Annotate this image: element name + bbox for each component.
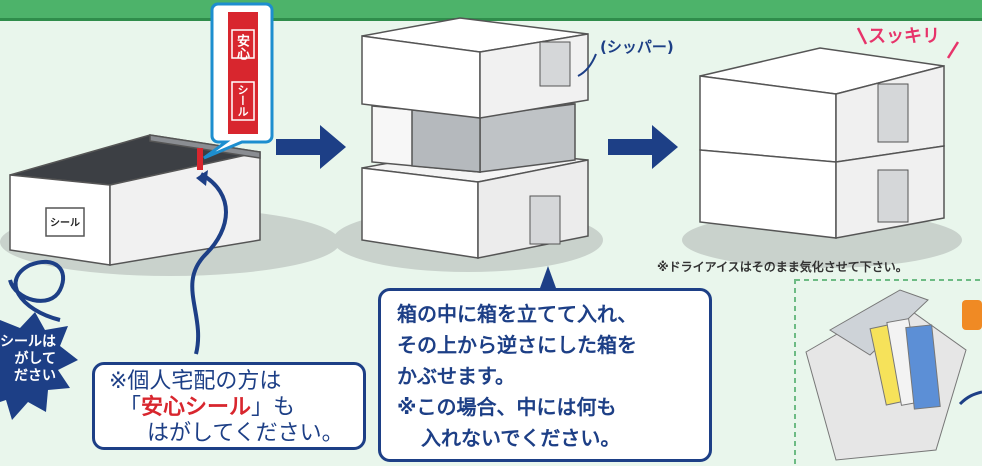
zipper-panel-top [539, 41, 571, 87]
curl-arrow-right [190, 172, 228, 355]
dry-ice-note: ※ドライアイスはそのまま気化させて下さい。 [657, 260, 908, 274]
arrow-right-2 [608, 125, 678, 169]
closed-box [699, 47, 945, 239]
instr-line-3: かぶせます。 [397, 364, 515, 388]
photo-pointer [958, 390, 982, 406]
instructions-callout: 箱の中に箱を立てて入れ、 その上から逆さにした箱を かぶせます。 ※この場合、中… [378, 288, 712, 462]
private-delivery-callout: ※個人宅配の方は 「安心シール」も はがしてください。 [92, 362, 366, 450]
seal-red-mark [197, 148, 203, 170]
private-close-bracket: 」も [251, 395, 296, 420]
photo-frame [794, 279, 982, 466]
private-line-2: 「安心シール」も [109, 395, 363, 421]
star-callout-text: シールは がして ださい [0, 334, 56, 385]
cooler-photo [805, 289, 967, 461]
tag-text-2: シール [236, 84, 249, 117]
tag-text-1: 安心 [234, 34, 249, 60]
star-line-2: がして [14, 351, 56, 367]
instr-line-2: その上から逆さにした箱を [397, 333, 637, 357]
pointer-up [540, 266, 556, 288]
zipper-pointer [577, 53, 597, 77]
private-open-bracket: 「 [119, 395, 142, 420]
tidy-label: スッキリ [868, 26, 940, 47]
nested-box [361, 17, 589, 259]
seal-small-label: シール [50, 218, 80, 229]
private-line-1: ※個人宅配の方は [109, 369, 282, 394]
curl-arrow-left [8, 259, 66, 322]
arrow-right-1 [276, 125, 346, 169]
instr-line-4: ※この場合、中には何も [397, 395, 617, 419]
zipper-panel-bottom [529, 195, 561, 245]
seal-sticker [45, 207, 85, 237]
star-line-3: ださい [14, 368, 56, 384]
zipper-label: (シッパー) [600, 38, 674, 56]
safety-seal-tag [228, 12, 258, 134]
star-burst [0, 312, 78, 420]
instr-line-5: 入れないでください。 [421, 426, 621, 450]
open-box [9, 134, 261, 266]
private-line-3: はがしてください。 [147, 421, 344, 446]
safety-seal-highlight: 安心シール [141, 395, 252, 420]
star-line-1: シールは [0, 334, 56, 350]
instr-line-1: 箱の中に箱を立てて入れ、 [397, 302, 638, 326]
orange-tab [962, 300, 982, 330]
